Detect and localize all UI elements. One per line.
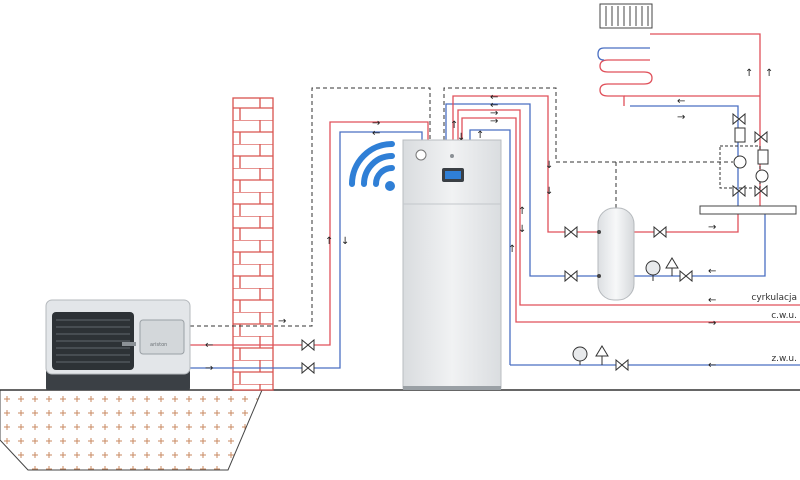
circulation-pump-icon: [755, 169, 769, 183]
valve-icon: [754, 130, 768, 144]
valve-icon: [564, 269, 578, 283]
flow-arrow-icon: ↑: [476, 130, 484, 141]
flow-arrow-icon: →: [708, 222, 716, 233]
valve-icon: [732, 184, 746, 198]
flow-arrow-icon: →: [490, 116, 498, 127]
return-pipes: [190, 103, 800, 369]
pressure-gauge-icon: [415, 149, 427, 161]
valve-icon: [301, 361, 315, 375]
flow-arrow-icon: ↑: [450, 120, 458, 131]
flow-arrow-icon: →: [708, 318, 716, 329]
pump-group-manifold: [699, 112, 797, 215]
flow-arrow-icon: ←: [490, 92, 498, 103]
valve-icon: [679, 269, 693, 283]
flow-arrow-icon: ↑: [325, 236, 333, 247]
expansion-vessel-icon: [572, 346, 588, 362]
flow-arrow-icon: ←: [708, 266, 716, 277]
indoor-hydraulic-unit: [402, 139, 502, 390]
radiator: [599, 3, 653, 29]
flow-arrow-icon: ↓: [545, 186, 553, 197]
valve-icon: [564, 225, 578, 239]
heat-pump-brand-label: ariston: [150, 342, 167, 348]
flow-arrow-icon: →: [490, 108, 498, 119]
flow-arrow-icon: →: [677, 112, 685, 123]
valve-icon: [732, 112, 746, 126]
flow-arrow-icon: ←: [372, 128, 380, 139]
valve-icon: [734, 127, 746, 143]
flow-arrow-icon: ↓: [341, 236, 349, 247]
fittings: [301, 225, 693, 375]
flow-arrow-icon: ↑: [508, 244, 516, 255]
outdoor-heat-pump-unit: ariston: [45, 299, 191, 390]
flow-arrows: ← → → ↑ ↓ → ← ← ← → → ↑ ↓ ↑ ↓ ↓ ↑ ↓ ↑ ← …: [205, 68, 773, 374]
control-wiring: [190, 87, 733, 327]
valve-icon: [754, 184, 768, 198]
valve-icon: [757, 149, 769, 165]
flow-arrow-icon: ←: [205, 340, 213, 351]
safety-valve-icon: [595, 345, 609, 365]
flow-arrow-icon: →: [372, 118, 380, 129]
flow-arrow-icon: ←: [708, 295, 716, 306]
flow-arrow-icon: ↑: [518, 206, 526, 217]
valve-icon: [653, 225, 667, 239]
flow-arrow-icon: ←: [490, 100, 498, 111]
flow-arrow-icon: ↓: [545, 160, 553, 171]
circulation-label: cyrkulacja: [751, 293, 797, 303]
wifi-icon: [349, 141, 395, 191]
flow-arrow-icon: ↓: [457, 132, 465, 143]
hot-water-label: c.w.u.: [771, 311, 797, 321]
circulation-pump-icon: [733, 155, 747, 169]
ground-foundation: [0, 389, 800, 471]
hot-water-cylinder: [597, 207, 635, 301]
flow-arrow-icon: ←: [677, 96, 685, 107]
flow-arrow-icon: ↓: [518, 224, 526, 235]
valve-icon: [301, 338, 315, 352]
valve-icon: [615, 358, 629, 372]
safety-valve-icon: [665, 257, 679, 276]
underfloor-heating-coil: [597, 47, 653, 106]
flow-arrow-icon: →: [205, 363, 213, 374]
flow-arrow-icon: →: [278, 316, 286, 327]
flow-arrow-icon: ↑: [765, 68, 773, 79]
flow-arrow-icon: ↑: [745, 68, 753, 79]
flow-arrow-icon: ←: [708, 360, 716, 371]
cold-water-label: z.w.u.: [771, 354, 797, 364]
expansion-vessel-icon: [645, 260, 661, 276]
brick-wall: [232, 97, 274, 391]
